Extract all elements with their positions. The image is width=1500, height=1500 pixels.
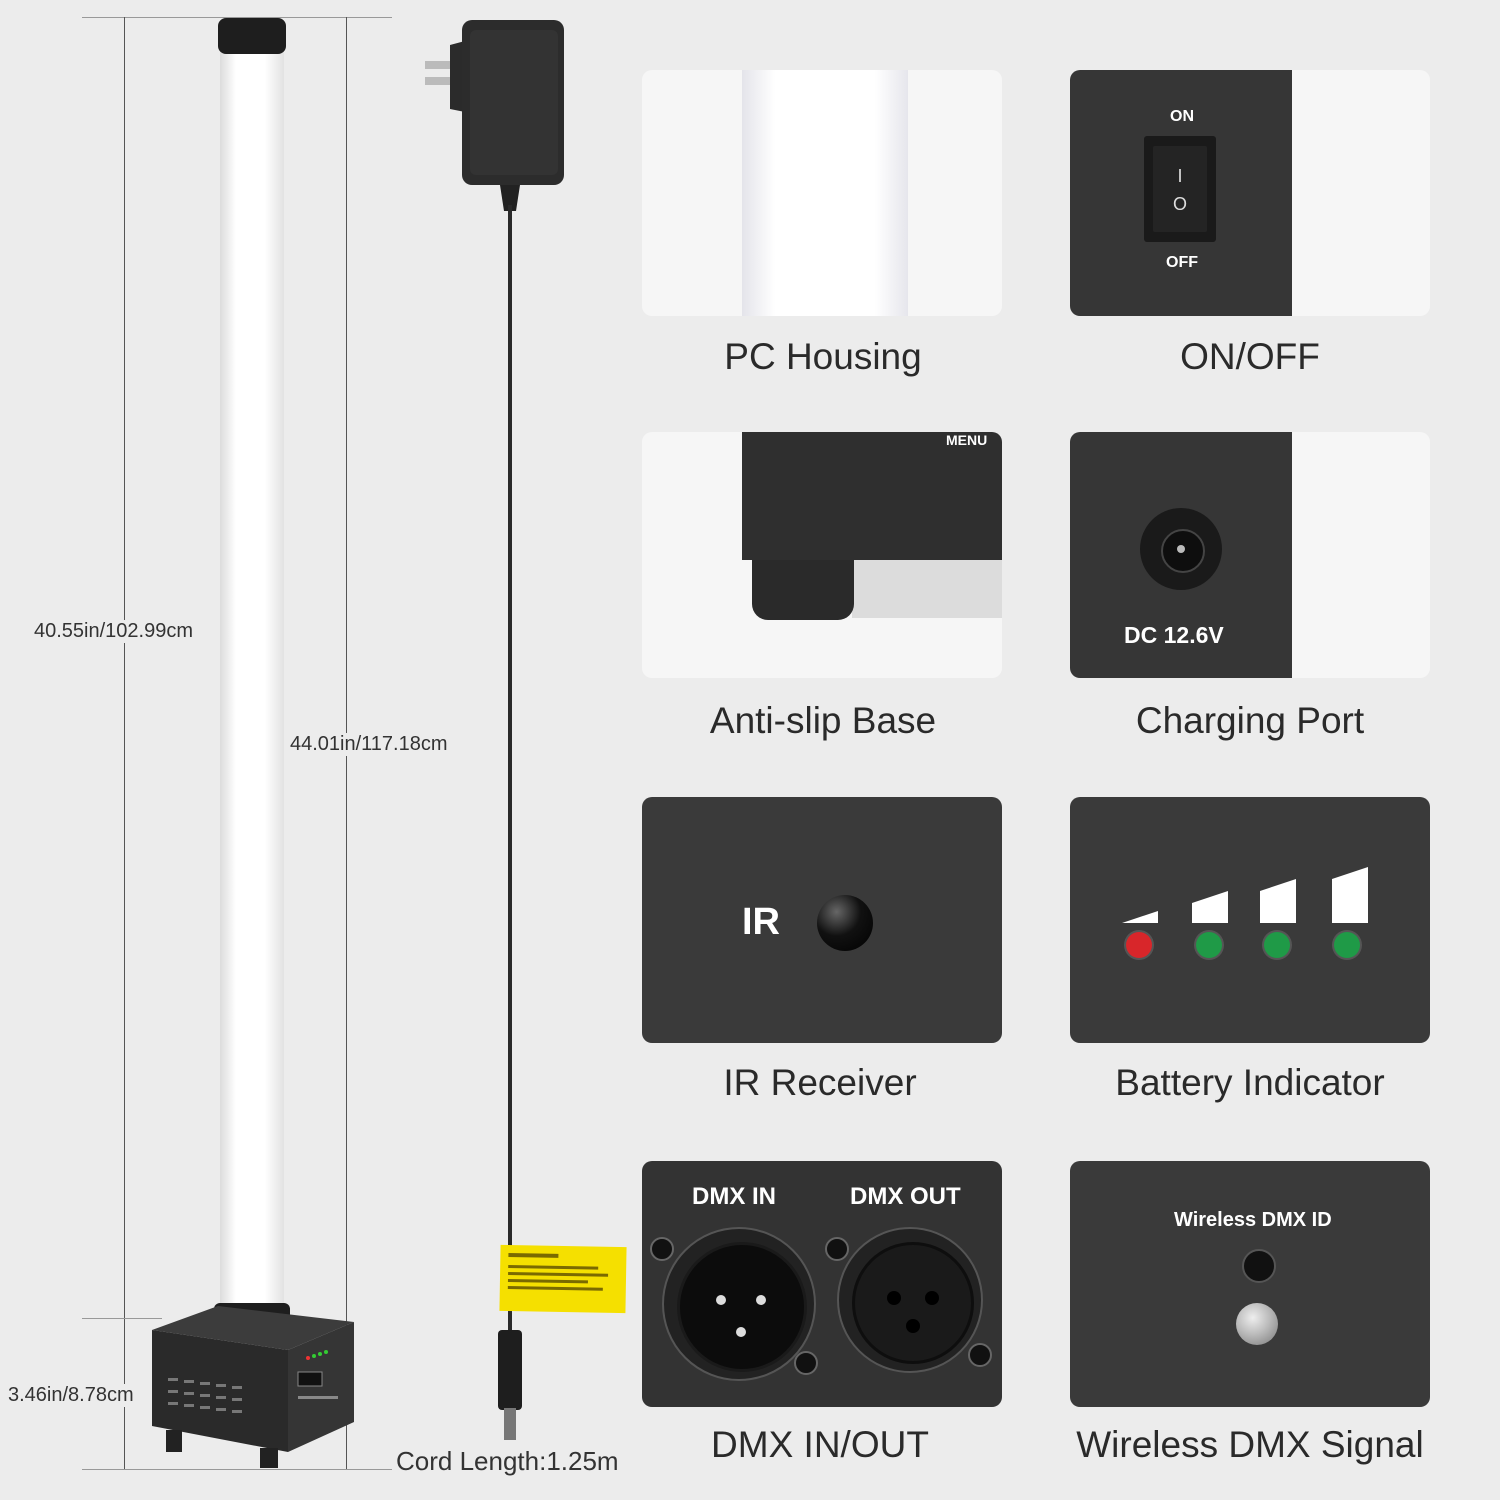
total-height-label: 44.01in/117.18cm [288, 733, 450, 756]
caption-battery-indicator: Battery Indicator [1115, 1062, 1385, 1103]
tube-height-label: 40.55in/102.99cm [32, 620, 196, 643]
cord-length-label: Cord Length:1.25m [394, 1446, 621, 1477]
caption-wireless-dmx-signal: Wireless DMX Signal [1076, 1424, 1424, 1465]
feature-card-pc-housing [642, 70, 1002, 316]
dc-port[interactable] [1140, 508, 1222, 590]
anti-slip-foot [752, 560, 854, 620]
dc-voltage-label: DC 12.6V [1124, 622, 1224, 648]
battery-led-3 [1264, 932, 1290, 958]
feature-card-charging-port: DC 12.6V [1070, 432, 1430, 678]
battery-led-2 [1196, 932, 1222, 958]
screw-icon [794, 1351, 818, 1375]
tube-height-top-tick [82, 17, 392, 18]
wireless-signal-led [1236, 1303, 1278, 1345]
battery-led-4 [1334, 932, 1360, 958]
feature-card-dmx-in-out: DMX IN DMX OUT [642, 1161, 1002, 1407]
power-adapter [425, 20, 564, 211]
caption-on-off: ON/OFF [1180, 336, 1320, 377]
base-box [152, 1306, 354, 1468]
feature-card-wireless-dmx: Wireless DMX ID [1070, 1161, 1430, 1407]
battery-bars [1122, 867, 1368, 923]
housing-stripe [742, 70, 908, 316]
caption-dmx-in-out: DMX IN/OUT [711, 1424, 929, 1465]
battery-led-1 [1126, 932, 1152, 958]
dmx-in-label: DMX IN [692, 1183, 776, 1210]
power-cord [508, 205, 512, 1335]
dmx-out-label: DMX OUT [850, 1183, 961, 1210]
feature-card-ir-receiver: IR [642, 797, 1002, 1043]
caption-pc-housing: PC Housing [724, 336, 922, 377]
feature-card-on-off: ON I O OFF [1070, 70, 1430, 316]
power-switch[interactable]: I O [1144, 136, 1216, 242]
menu-label: MENU [946, 432, 988, 448]
cord-length-line [300, 1469, 392, 1470]
caption-ir-receiver: IR Receiver [723, 1062, 917, 1103]
base-height-label: 3.46in/8.78cm [6, 1384, 136, 1407]
wireless-id-button[interactable] [1242, 1249, 1276, 1283]
dmx-out-connector[interactable] [837, 1227, 983, 1373]
ir-label: IR [742, 901, 780, 943]
tube-height-line [124, 17, 125, 1469]
switch-on-symbol: I [1177, 166, 1183, 186]
caption-charging-port: Charging Port [1135, 700, 1365, 741]
base-height-top-tick [82, 1318, 162, 1319]
base-floor [852, 560, 1002, 618]
dmx-in-connector[interactable] [662, 1227, 816, 1381]
light-tube [220, 20, 284, 1310]
base-height-bottom-tick [82, 1469, 392, 1470]
cord-plug [498, 1330, 522, 1410]
warning-tag [499, 1244, 627, 1314]
on-label: ON [1170, 108, 1194, 125]
ir-sensor [817, 895, 873, 951]
feature-card-anti-slip-base: MENU [642, 432, 1002, 678]
cord-plug-tip [504, 1408, 516, 1440]
base-body [742, 432, 1002, 560]
caption-anti-slip-base: Anti-slip Base [709, 700, 937, 741]
off-label: OFF [1166, 254, 1198, 271]
screw-icon [825, 1237, 849, 1261]
screw-icon [650, 1237, 674, 1261]
wireless-dmx-id-label: Wireless DMX ID [1174, 1209, 1332, 1231]
tube-cap [218, 18, 286, 54]
feature-card-battery-indicator [1070, 797, 1430, 1043]
screw-icon [968, 1343, 992, 1367]
switch-off-symbol: O [1172, 194, 1187, 214]
